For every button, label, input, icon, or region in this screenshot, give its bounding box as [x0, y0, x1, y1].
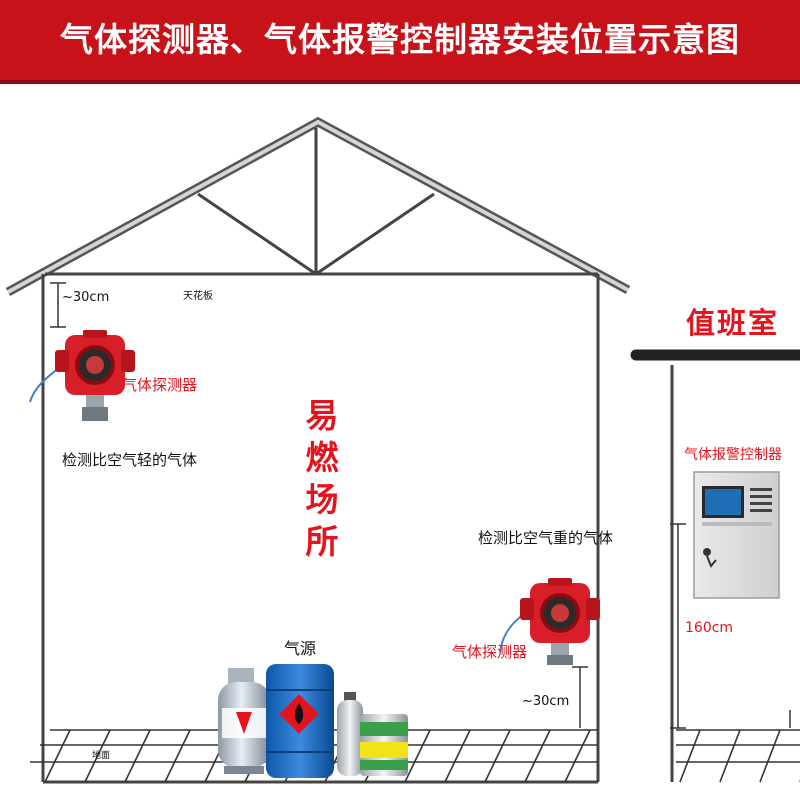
- zone-char-1: 易: [305, 396, 339, 435]
- lpg-cylinder-icon: [218, 668, 270, 774]
- gas-detector-left: [29, 330, 135, 421]
- heavier-gas-label: 检测比空气重的气体: [478, 529, 614, 547]
- alarm-controller-icon: [693, 471, 780, 599]
- zone-char-3: 场: [305, 480, 339, 519]
- floor-distance-label: ~30cm: [522, 694, 570, 709]
- detector-label-right: 气体探测器: [452, 643, 528, 661]
- floor-label: 地面: [92, 751, 111, 761]
- duty-room: [630, 349, 800, 783]
- gas-bottle-icon: [337, 692, 363, 776]
- ceiling-label: 天花板: [183, 291, 213, 302]
- zone-char-4: 所: [305, 522, 339, 561]
- gas-source-label: 气源: [284, 639, 317, 658]
- diagram-title: 气体探测器、气体报警控制器安装位置示意图: [60, 20, 740, 59]
- roof-truss: [5, 116, 631, 296]
- gas-detector-right: [499, 578, 600, 665]
- paint-can-icon: [360, 714, 408, 776]
- controller-height-label: 160cm: [685, 620, 734, 636]
- building-walls: [41, 274, 600, 784]
- ceiling-distance-label: ~30cm: [62, 290, 110, 305]
- ceiling-distance-marker: [50, 282, 66, 328]
- flammable-zone-label: 易 燃 场 所: [300, 395, 344, 563]
- controller-label: 气体报警控制器: [684, 447, 782, 463]
- detector-label-left: 气体探测器: [122, 376, 198, 394]
- title-banner: 气体探测器、气体报警控制器安装位置示意图: [0, 0, 800, 84]
- lighter-gas-label: 检测比空气轻的气体: [62, 451, 198, 469]
- chemical-drum-icon: [266, 664, 334, 778]
- zone-char-2: 燃: [305, 438, 339, 477]
- duty-room-label: 值班室: [686, 306, 780, 340]
- floor-distance-marker: [572, 666, 588, 728]
